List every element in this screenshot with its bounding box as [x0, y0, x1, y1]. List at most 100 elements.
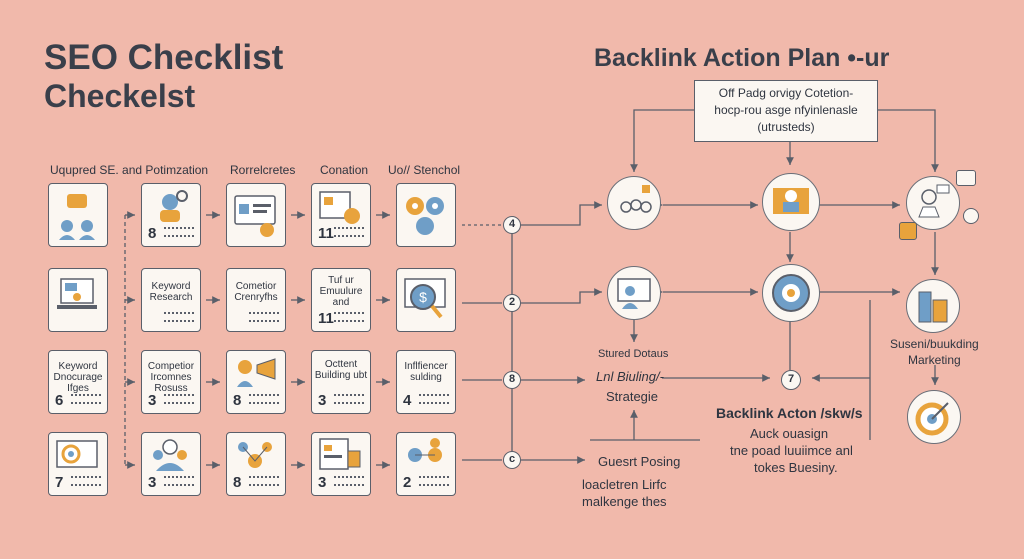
- column-header-4: Uo// Stenchol: [388, 163, 461, 177]
- label-action-3: tokes Buesiny.: [754, 460, 838, 475]
- gear-document-icon: [319, 191, 360, 224]
- card-r4-c1: 7: [48, 432, 108, 496]
- card-number: 11: [318, 225, 334, 242]
- column-header-2: Rorrelcretes: [230, 163, 296, 177]
- info-line-2: hocp-rou asge nfyinlenasle: [714, 103, 858, 117]
- label-loacl-1: loacletren Lirfc: [582, 477, 667, 492]
- user-search-icon: [160, 190, 188, 222]
- card-number: 6: [55, 392, 64, 409]
- node-building: [906, 279, 960, 333]
- card-r2-c5: $: [396, 268, 456, 332]
- label-action-2: tne poad luuiimce anl: [730, 443, 853, 458]
- document-chart-icon: [319, 438, 361, 470]
- gears-cogs-icon: [406, 197, 444, 235]
- page-subtitle: Checkelst: [44, 78, 196, 114]
- svg-text:$: $: [419, 289, 427, 305]
- screen-person-icon: [617, 278, 651, 309]
- card-label: Octtent Building ubt: [314, 359, 368, 381]
- money-search-icon: $: [404, 278, 446, 319]
- label-linbuild: Lnl Biuling/-: [596, 369, 664, 384]
- label-stured: Stured Dotaus: [598, 348, 669, 360]
- team-lock-icon: [620, 185, 652, 213]
- info-line-1: Off Padg orvigy Cotetion-: [718, 86, 854, 100]
- label-strategie: Strategie: [606, 389, 659, 404]
- card-number: 8: [233, 392, 242, 409]
- card-number: 3: [148, 474, 157, 491]
- card-r2-c1: [48, 268, 108, 332]
- card-r3-c4: Octtent Building ubt 3: [311, 350, 371, 414]
- node-target: [907, 390, 961, 444]
- label-action-title: Backlink Acton /skw/s: [716, 405, 863, 421]
- label-sueon-1: Suseni/buukding: [890, 337, 979, 351]
- card-r1-c3: [226, 183, 286, 247]
- node-gear-bulb: [762, 264, 820, 322]
- label-loacl-2: malkenge thes: [582, 494, 667, 509]
- card-label: Keyword Research: [149, 281, 193, 303]
- card-r4-c4: 3: [311, 432, 371, 496]
- megaphone-person-icon: [237, 358, 276, 387]
- column-header-3: Conation: [320, 163, 369, 177]
- team-chat-icon: [59, 194, 95, 240]
- card-number: 8: [233, 474, 242, 491]
- target-monitor-icon: [56, 440, 98, 468]
- laptop-analytics-icon: [57, 278, 97, 309]
- network-people-icon: [238, 442, 272, 468]
- node-seven: 7: [781, 370, 801, 390]
- card-r1-c2: 8: [141, 183, 201, 247]
- node-person-chat: [906, 176, 960, 230]
- card-number: 3: [148, 392, 157, 409]
- connector-node-1: 4: [503, 216, 521, 234]
- browser-profile-icon: [234, 195, 276, 237]
- card-number: 8: [148, 225, 157, 242]
- card-r3-c5: Inflfiencer sulding 4: [396, 350, 456, 414]
- card-r3-c3: 8: [226, 350, 286, 414]
- card-r2-c2: Keyword Research: [141, 268, 201, 332]
- info-box: Off Padg orvigy Cotetion- hocp-rou asge …: [694, 80, 878, 142]
- label-sueon-2: Marketing: [908, 353, 961, 367]
- action-plan-title: Backlink Action Plan •-ur: [594, 44, 890, 72]
- card-r2-c3: Cometior Crenryfhs: [226, 268, 286, 332]
- node-person-center: [762, 173, 820, 231]
- card-r1-c4: 11: [311, 183, 371, 247]
- card-r4-c3: 8: [226, 432, 286, 496]
- connector-node-4: c: [503, 451, 521, 469]
- card-label: Competior Ircomnes Rosuss: [147, 361, 195, 394]
- small-node-icon: [963, 208, 979, 224]
- label-guest: Guesrt Posing: [598, 454, 681, 469]
- card-r1-c5: [396, 183, 456, 247]
- card-label: Inflfiencer sulding: [404, 361, 448, 383]
- person-presentation-icon: [773, 188, 809, 214]
- connector-node-3: 8: [503, 371, 521, 389]
- card-r4-c2: 3: [141, 432, 201, 496]
- info-line-3: (utrusteds): [757, 120, 815, 134]
- card-label: Cometior Crenryfhs: [234, 281, 278, 303]
- column-header-1: Uqupred SE. and Potimzation: [50, 163, 209, 177]
- card-label: Keyword Dnocurage Ifges: [53, 361, 103, 394]
- page-title: SEO Checklist: [44, 38, 284, 77]
- building-icon: [918, 291, 948, 323]
- card-number: 7: [55, 474, 64, 491]
- person-chat-icon: [918, 184, 950, 218]
- card-r3-c1: Keyword Dnocurage Ifges 6: [48, 350, 108, 414]
- card-r3-c2: Competior Ircomnes Rosuss 3: [141, 350, 201, 414]
- people-group-icon: [153, 439, 187, 471]
- card-number: 2: [403, 474, 412, 491]
- card-label: Tuf ur Emuulure and: [319, 275, 363, 308]
- chat-bubble-icon: [956, 170, 976, 186]
- card-r1-c1: [48, 183, 108, 247]
- card-r2-c4: Tuf ur Emuulure and 11: [311, 268, 371, 332]
- people-network-icon: [408, 438, 442, 462]
- connector-node-2: 2: [503, 294, 521, 312]
- card-number: 3: [318, 474, 327, 491]
- card-r4-c5: 2: [396, 432, 456, 496]
- card-number: 11: [318, 310, 334, 327]
- label-action-1: Auck ouasign: [750, 426, 829, 441]
- card-number: 4: [403, 392, 412, 409]
- node-screen-person: [607, 266, 661, 320]
- orange-badge-icon: [899, 222, 917, 240]
- target-icon: [915, 402, 949, 436]
- gear-bulb-icon: [772, 274, 810, 312]
- card-number: 3: [318, 392, 327, 409]
